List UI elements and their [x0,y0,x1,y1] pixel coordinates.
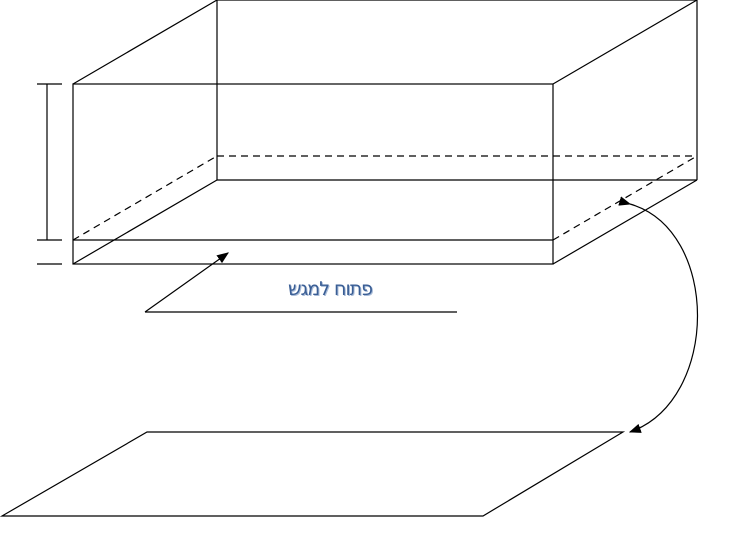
tray [0,431,626,517]
curved-double-arrow [618,196,698,433]
box-back-face [216,0,698,181]
open-to-tray-label: פתוח למגש [288,278,373,300]
box-front-face [72,83,554,265]
box-edges [72,0,698,265]
drawer-dashed-lines [72,155,698,241]
label-pointer-arrow [144,252,457,313]
dimension-marker [37,83,62,265]
